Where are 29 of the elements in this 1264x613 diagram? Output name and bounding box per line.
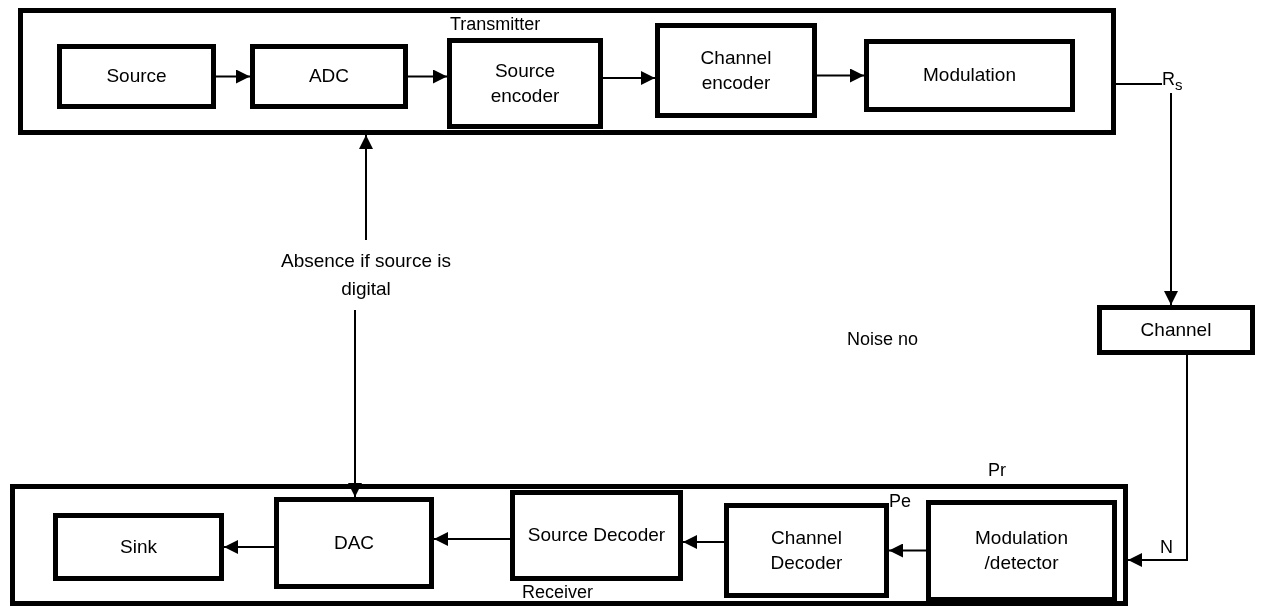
arrow bbox=[215, 69, 251, 84]
arrow bbox=[1115, 83, 1178, 306]
process-box: Channel encoder bbox=[655, 23, 817, 118]
process-box: DAC bbox=[274, 497, 434, 589]
arrow bbox=[433, 532, 511, 546]
process-box: Modulation bbox=[864, 39, 1075, 112]
process-box: Channel bbox=[1097, 305, 1255, 355]
process-box: Sink bbox=[53, 513, 224, 581]
process-box: Source bbox=[57, 44, 216, 109]
arrow bbox=[407, 69, 448, 84]
arrow bbox=[888, 543, 927, 558]
arrow bbox=[682, 535, 725, 549]
edge-label: R$_{s}$ bbox=[1162, 70, 1183, 94]
process-box: Modulation /detector bbox=[926, 500, 1117, 602]
arrow bbox=[359, 134, 373, 241]
arrow bbox=[223, 540, 275, 554]
process-box: ADC bbox=[250, 44, 408, 109]
process-box: Channel Decoder bbox=[724, 503, 889, 598]
arrow bbox=[816, 68, 865, 83]
note-text: Absence if source is digital bbox=[280, 248, 452, 301]
system-frame bbox=[10, 484, 1128, 606]
section-title: Transmitter bbox=[450, 14, 541, 35]
process-box: Source encoder bbox=[447, 38, 603, 129]
arrow bbox=[348, 309, 362, 498]
system-frame bbox=[18, 8, 1116, 135]
process-box: Source Decoder bbox=[510, 490, 683, 581]
section-title: Receiver bbox=[522, 582, 594, 603]
arrow bbox=[1127, 354, 1188, 567]
arrow bbox=[602, 71, 656, 85]
